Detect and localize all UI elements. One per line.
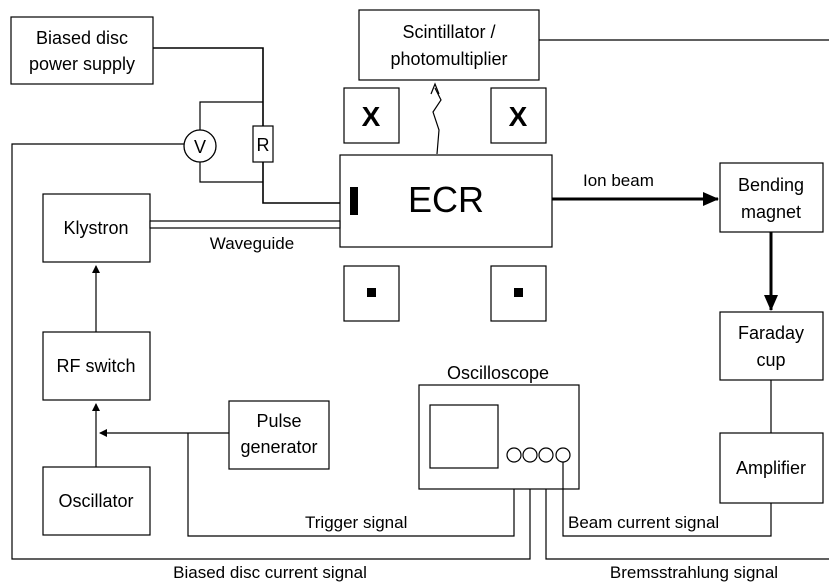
oscilloscope-channel-3 [538, 447, 554, 463]
biased-disc-current-wire [11, 143, 531, 560]
amplifier-label: Amplifier [736, 458, 806, 478]
oscilloscope: Oscilloscope [418, 363, 580, 490]
faraday-cup: Faraday cup [719, 311, 824, 381]
bremsstrahlung-signal-label: Bremsstrahlung signal [610, 563, 778, 582]
ecr-label: ECR [408, 179, 484, 220]
voltmeter-lower-wire [199, 162, 263, 183]
trigger-signal-label: Trigger signal [305, 513, 407, 532]
rf-switch-label: RF switch [56, 356, 135, 376]
bending-magnet: Bending magnet [719, 162, 824, 233]
bremsstrahlung-wire [545, 462, 829, 560]
disc-feed-wire [262, 162, 347, 204]
oscilloscope-channel-2 [522, 447, 538, 463]
oscillator-label: Oscillator [58, 491, 133, 511]
oscilloscope-label: Oscilloscope [447, 363, 549, 383]
faraday-cup-label-2: cup [756, 350, 785, 370]
klystron: Klystron [42, 193, 151, 263]
coil-cross-left-label: X [362, 101, 381, 132]
rf-switch: RF switch [42, 331, 151, 401]
waveguide-label: Waveguide [210, 234, 294, 253]
bending-magnet-label-2: magnet [741, 202, 801, 222]
scintillator-label-1: Scintillator / [402, 22, 495, 42]
coil-cross-right-label: X [509, 101, 528, 132]
beam-current-wire [562, 462, 772, 537]
klystron-label: Klystron [63, 218, 128, 238]
biased-disc-supply-label-2: power supply [29, 54, 135, 74]
oscilloscope-screen [429, 404, 499, 469]
trigger-signal-wire [187, 433, 515, 537]
pulse-generator-label-2: generator [240, 437, 317, 457]
coil-cross-left: X [343, 87, 400, 144]
voltmeter-upper-wire [199, 101, 263, 130]
biased-disc-current-signal-label: Biased disc current signal [173, 563, 367, 582]
voltmeter: V [183, 129, 217, 163]
resistor: R [252, 125, 274, 163]
coil-dot-right [490, 265, 547, 322]
faraday-cup-label-1: Faraday [738, 323, 804, 343]
photon-arrowhead [430, 82, 440, 95]
supply-wire [153, 47, 264, 126]
biased-disc [350, 187, 358, 215]
pulse-generator-label-1: Pulse [256, 411, 301, 431]
biased-disc-supply-label-1: Biased disc [36, 28, 128, 48]
pulse-generator: Pulse generator [228, 400, 330, 470]
scintillator-photomultiplier: Scintillator / photomultiplier [358, 9, 540, 81]
biased-disc-power-supply: Biased disc power supply [10, 16, 154, 85]
voltmeter-label: V [194, 137, 206, 157]
beam-current-signal-label: Beam current signal [568, 513, 719, 532]
coil-cross-right: X [490, 87, 547, 144]
resistor-label: R [257, 135, 270, 155]
oscilloscope-channel-1 [506, 447, 522, 463]
waveguide [149, 220, 341, 229]
oscillator: Oscillator [42, 466, 151, 536]
ion-beam-label: Ion beam [583, 171, 654, 190]
amplifier: Amplifier [719, 432, 824, 504]
oscilloscope-channel-4 [555, 447, 571, 463]
scintillator-label-2: photomultiplier [390, 49, 507, 69]
coil-dot-left [343, 265, 400, 322]
bending-magnet-label-1: Bending [738, 175, 804, 195]
photon-squiggle [432, 87, 442, 155]
ecr-chamber: ECR [339, 154, 553, 248]
